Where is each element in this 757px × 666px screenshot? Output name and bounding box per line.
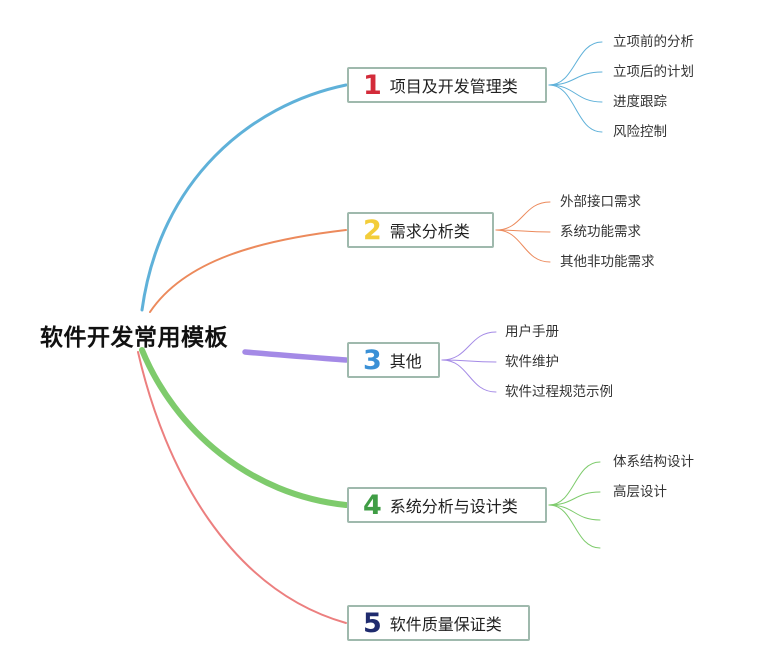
connector-leaf-4-1: [548, 461, 601, 506]
connector-leaf-1-3: [548, 84, 603, 103]
connector-leaf-2-2: [495, 229, 551, 233]
connector-leaf-1-2: [548, 71, 603, 86]
connector-root-branch-2: [149, 229, 347, 313]
branch-number-3: 3: [363, 344, 382, 376]
leaf-topic-3-1[interactable]: 用户手册: [505, 324, 559, 340]
leaf-topic-1-4[interactable]: 风险控制: [613, 124, 667, 140]
connector-leaf-3-1: [441, 331, 497, 361]
branch-label-4: 系统分析与设计类: [389, 497, 518, 516]
branch-label-2: 需求分析类: [389, 222, 470, 241]
leaf-topic-1-2[interactable]: 立项后的计划: [613, 64, 694, 80]
leaf-topic-4-1[interactable]: 体系结构设计: [613, 454, 694, 470]
branch-number-2: 2: [363, 214, 382, 246]
connector-root-branch-5: [137, 351, 347, 624]
branch-label-1: 项目及开发管理类: [389, 77, 518, 96]
connector-leaf-2-1: [495, 201, 551, 231]
connector-leaf-2-3: [495, 229, 551, 263]
leaf-topic-2-1[interactable]: 外部接口需求: [560, 194, 641, 210]
leaf-topic-3-2[interactable]: 软件维护: [505, 354, 559, 370]
connector-leaf-4-3: [548, 504, 601, 521]
connector-leaf-1-4: [548, 84, 603, 133]
branch-topic-4[interactable]: 4 系统分析与设计类: [347, 487, 547, 523]
branch-number-1: 1: [363, 69, 382, 101]
branch-topic-1[interactable]: 1 项目及开发管理类: [347, 67, 547, 103]
leaf-topic-1-3[interactable]: 进度跟踪: [613, 94, 667, 110]
connector-root-branch-3: [242, 349, 349, 363]
branch-label-5: 软件质量保证类: [389, 615, 502, 634]
branch-topic-5[interactable]: 5 软件质量保证类: [347, 605, 530, 641]
branch-topic-2[interactable]: 2 需求分析类: [347, 212, 494, 248]
leaf-topic-2-2[interactable]: 系统功能需求: [560, 224, 641, 240]
branch-number-4: 4: [363, 489, 382, 521]
leaf-topic-3-3[interactable]: 软件过程规范示例: [505, 384, 613, 400]
connector-root-branch-4: [139, 347, 349, 508]
connector-root-branch-1: [140, 83, 348, 312]
connector-leaf-3-2: [441, 359, 497, 363]
connector-leaf-4-2: [548, 491, 601, 506]
root-topic[interactable]: 软件开发常用模板: [40, 325, 228, 351]
leaf-topic-1-1[interactable]: 立项前的分析: [613, 34, 694, 50]
branch-topic-3[interactable]: 3 其他: [347, 342, 440, 378]
leaf-topic-2-3[interactable]: 其他非功能需求: [560, 254, 655, 270]
branch-label-3: 其他: [389, 352, 422, 371]
leaf-topic-4-2[interactable]: 高层设计: [613, 484, 667, 500]
connector-leaf-3-3: [441, 359, 497, 393]
branch-number-5: 5: [363, 607, 382, 639]
connector-leaf-1-1: [548, 41, 603, 86]
connector-leaf-4-4: [548, 504, 601, 549]
